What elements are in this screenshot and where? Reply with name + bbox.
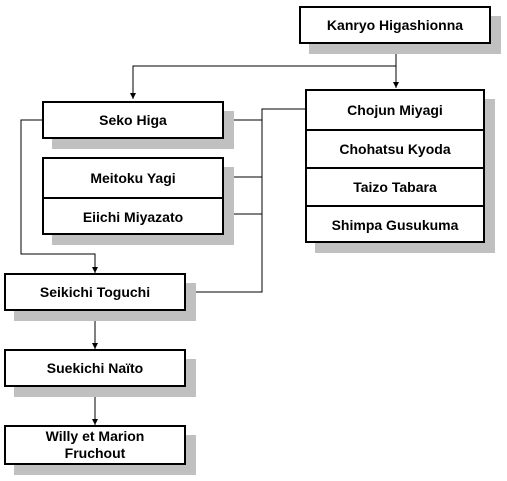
node-seikichi-toguchi: Seikichi Toguchi: [4, 273, 186, 311]
node-label: Willy et Marion Fruchout: [45, 428, 145, 461]
node-cell-chojun-miyagi: Chojun Miyagi: [347, 101, 443, 118]
node-group-meitoku-yagi: Meitoku Yagi Eiichi Miyazato: [42, 157, 224, 235]
node-kanryo-higashionna: Kanryo Higashionna: [299, 6, 491, 44]
connector-chojun-seko: [224, 108, 305, 123]
node-cell-taizo-tabara: Taizo Tabara: [307, 167, 483, 205]
node-willy-marion-fruchout: Willy et Marion Fruchout: [4, 425, 186, 465]
node-label: Suekichi Naïto: [46, 359, 144, 376]
node-label: Seko Higa: [99, 111, 167, 128]
connector-chojun-meitoku: [224, 120, 263, 180]
connector-chojun-seikichi: [186, 214, 263, 295]
connector-seko-seikichi: [20, 119, 98, 273]
node-label: Seikichi Toguchi: [39, 283, 151, 300]
node-cell-shimpa-gusukuma: Shimpa Gusukuma: [307, 205, 483, 243]
node-seko-higa: Seko Higa: [42, 101, 224, 139]
node-group-chojun-miyagi: Chojun Miyagi Chohatsu Kyoda Taizo Tabar…: [305, 89, 485, 243]
node-label: Kanryo Higashionna: [326, 16, 464, 33]
connector-chojun-eiichi: [224, 177, 263, 217]
node-suekichi-naito: Suekichi Naïto: [4, 349, 186, 387]
node-cell-chohatsu-kyoda: Chohatsu Kyoda: [307, 129, 483, 167]
node-cell-eiichi-miyazato: Eiichi Miyazato: [44, 197, 222, 235]
connector-kanryo-split: [130, 44, 397, 99]
node-cell-meitoku-yagi: Meitoku Yagi: [90, 169, 176, 186]
